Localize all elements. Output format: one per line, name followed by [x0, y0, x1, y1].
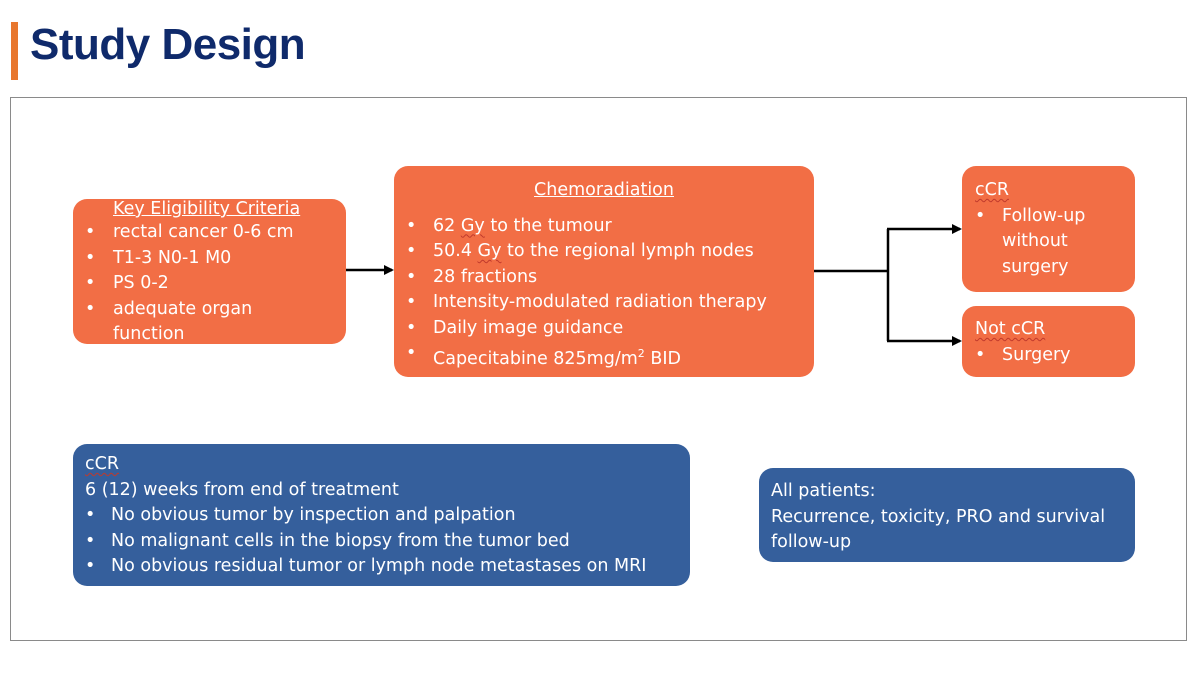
ccr-definition-timing: 6 (12) weeks from end of treatment [85, 479, 399, 500]
list-item: rectal cancer 0-6 cm [73, 220, 346, 246]
list-item: adequate organ function [73, 297, 346, 348]
outcome-not-ccr-box: Not cCR Surgery [962, 306, 1135, 377]
all-patients-box: All patients: Recurrence, toxicity, PRO … [759, 468, 1135, 562]
chemoradiation-list: 62 Gy to the tumour 50.4 Gy to the regio… [394, 214, 814, 373]
list-item: 50.4 Gy to the regional lymph nodes [394, 239, 814, 265]
eligibility-list: rectal cancer 0-6 cm T1-3 N0-1 M0 PS 0-2… [73, 220, 346, 348]
title-accent-bar [11, 22, 18, 80]
list-item: Surgery [962, 343, 1135, 369]
ccr-definition-box: cCR 6 (12) weeks from end of treatment N… [73, 444, 690, 586]
all-patients-heading: All patients: [771, 481, 876, 501]
list-item: Intensity-modulated radiation therapy [394, 290, 814, 316]
ccr-definition-title: cCR [85, 454, 120, 474]
list-item: PS 0-2 [73, 271, 346, 297]
chemoradiation-box: Chemoradiation 62 Gy to the tumour 50.4 … [394, 166, 814, 377]
list-item: 62 Gy to the tumour [394, 214, 814, 240]
outcome-ccr-list: Follow-up without surgery [962, 204, 1135, 281]
outcome-not-ccr-list: Surgery [962, 343, 1135, 369]
eligibility-box: Key Eligibility Criteria rectal cancer 0… [73, 199, 346, 344]
list-item: No obvious tumor by inspection and palpa… [73, 503, 690, 529]
list-item: T1-3 N0-1 M0 [73, 246, 346, 272]
chemoradiation-title: Chemoradiation [534, 180, 674, 200]
list-item: Daily image guidance [394, 316, 814, 342]
eligibility-title: Key Eligibility Criteria [113, 199, 301, 219]
list-item: Capecitabine 825mg/m2 BID [394, 341, 814, 372]
list-item: No obvious residual tumor or lymph node … [73, 554, 690, 580]
slide-title: Study Design [30, 20, 306, 69]
all-patients-text: Recurrence, toxicity, PRO and survival f… [771, 506, 1106, 553]
outcome-ccr-title: cCR [975, 180, 1010, 200]
outcome-not-ccr-title: Not cCR [975, 319, 1046, 339]
list-item: Follow-up without surgery [962, 204, 1135, 281]
list-item: No malignant cells in the biopsy from th… [73, 529, 690, 555]
ccr-definition-list: No obvious tumor by inspection and palpa… [73, 503, 690, 580]
outcome-ccr-box: cCR Follow-up without surgery [962, 166, 1135, 292]
diagram-frame [10, 97, 1187, 641]
list-item: 28 fractions [394, 265, 814, 291]
